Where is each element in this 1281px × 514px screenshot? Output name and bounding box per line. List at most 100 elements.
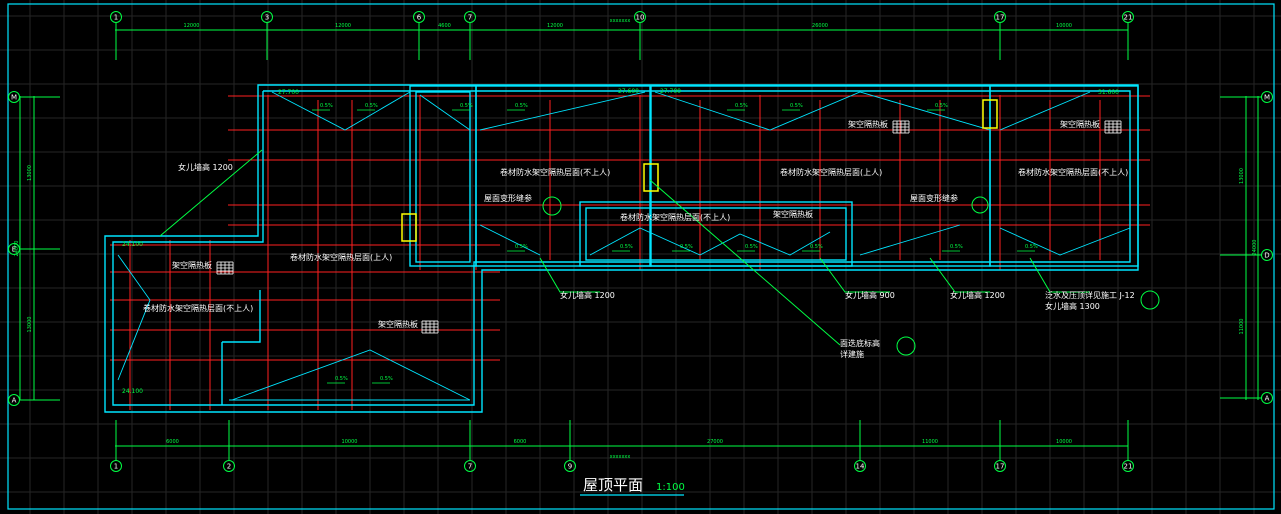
slope-marker: 0.5% (507, 244, 528, 252)
dim-top-2: 4600 (438, 23, 451, 29)
grid-bubble-left-E-label: E (12, 246, 16, 254)
dimension-lines (19, 29, 1259, 447)
dim-bottom-overall: xxxxxxx (610, 454, 631, 460)
slope-text: 0.5% (335, 376, 348, 382)
title-main: 屋顶平面 (583, 476, 643, 494)
dim-top-3: 12000 (547, 23, 563, 29)
grid-bubble-left-M: M (8, 91, 20, 103)
grid-bubble-top-3-label: 3 (265, 14, 269, 22)
dim-bottom-4: 11000 (922, 439, 938, 445)
slope-marker: 0.5% (507, 103, 528, 111)
grid-bubble-top-10: 10 (634, 11, 646, 23)
grid-bubble-top-7-circle (464, 11, 476, 23)
grid-bubble-bottom-21-label: 21 (1124, 463, 1133, 471)
insulation-board-symbol (421, 320, 439, 334)
dim-right-1: 24000 (1252, 240, 1258, 256)
slope-text: 0.5% (620, 244, 633, 250)
grid-bubble-left-A-label: A (12, 397, 17, 405)
svg-text:27.600: 27.600 (618, 88, 639, 95)
slope-marker: 0.5% (1017, 244, 1038, 252)
grid-bubble-top-1-label: 1 (114, 14, 118, 22)
grid-bubble-bottom-21-circle (1122, 460, 1134, 472)
joint-label-2: 屋面变形缝参 (910, 193, 958, 203)
slope-marker: 0.5% (372, 376, 393, 384)
grid-bubble-top-21-label: 21 (1124, 14, 1133, 22)
grid-bubble-bottom-1-label: 1 (114, 463, 118, 471)
grid-bubble-bottom-2-label: 2 (227, 463, 231, 471)
grid-bubble-top-6-label: 6 (417, 14, 422, 22)
grid-bubble-top-17-label: 17 (996, 14, 1005, 22)
slope-text: 0.5% (810, 244, 823, 250)
roof-label-b: 卷材防水架空隔热层面(不上人) (143, 303, 253, 313)
slope-text: 0.5% (460, 103, 473, 109)
grid-bubble-bottom-2-circle (223, 460, 235, 472)
section-note-2: 详建施 (840, 349, 864, 359)
grid-bubble-bottom-7-circle (464, 460, 476, 472)
drawing-title: 屋顶平面 1:100 (580, 476, 685, 496)
roof-hatches (401, 99, 998, 242)
dim-bottom-5: 10000 (1056, 439, 1072, 445)
grid-bubble-top-3: 3 (261, 11, 273, 23)
dim-top-0: 12000 (184, 23, 200, 29)
grid-bubble-top-6: 6 (413, 11, 425, 23)
roof-label-a: 卷材防水架空隔热层面(上人) (290, 252, 392, 262)
dim-right-0: 13000 (1239, 168, 1245, 184)
slope-text: 0.5% (680, 244, 693, 250)
board-label-2: 架空隔热板 (378, 319, 418, 329)
grid-bubble-bottom-2: 2 (223, 460, 235, 472)
grid-bubble-bottom-14: 14 (854, 460, 866, 472)
slope-text: 0.5% (365, 103, 378, 109)
slope-marker: 0.5% (782, 103, 803, 111)
axis-lines (110, 95, 1150, 410)
board-label-4: 架空隔热板 (1060, 119, 1100, 129)
slope-marker: 0.5% (672, 244, 693, 252)
grid-bubble-bottom-17-circle (994, 460, 1006, 472)
dim-bottom-0: 6000 (166, 439, 179, 445)
slope-text: 0.5% (1025, 244, 1038, 250)
slope-marker: 0.5% (357, 103, 378, 111)
annotation-labels: 女儿墙高 1200 女儿墙高 1200 女儿墙高 900 女儿墙高 1200 泛… (143, 119, 1135, 359)
slope-text: 0.5% (515, 244, 528, 250)
dim-right-2: 11000 (1239, 319, 1245, 335)
dim-top-1: 12000 (335, 23, 351, 29)
slope-marker: 0.5% (737, 244, 758, 252)
grid-bubble-bottom-21: 21 (1122, 460, 1134, 472)
grid-bubble-top-6-circle (413, 11, 425, 23)
grid-bubble-bottom-14-circle (854, 460, 866, 472)
grid-bubble-right-M: M (1261, 91, 1273, 103)
grid-bubble-bottom-9: 9 (564, 460, 576, 472)
slope-marker: 0.5% (312, 103, 333, 111)
grid-bubble-bottom-17-label: 17 (996, 463, 1005, 471)
board-label-5: 架空隔热板 (773, 209, 813, 219)
svg-text:24.100: 24.100 (122, 388, 143, 395)
parapet-label-4: 女儿墙高 1200 (950, 290, 1005, 300)
overflow-note: 泛水及压顶详见施工 J-12 (1045, 290, 1135, 300)
slope-text: 0.5% (320, 103, 333, 109)
dim-bottom-3: 27000 (707, 439, 723, 445)
grid-bubble-right-M-label: M (1264, 94, 1270, 102)
slope-marker: 0.5% (802, 244, 823, 252)
roof-outline (104, 84, 1139, 413)
parapet-label-2: 女儿墙高 1200 (560, 290, 615, 300)
grid-bubble-bottom-9-label: 9 (568, 463, 572, 471)
grid-bubble-right-D-label: D (1264, 252, 1269, 260)
svg-text:24.100: 24.100 (122, 241, 143, 248)
ridge-lines (117, 91, 1131, 401)
slope-text: 0.5% (935, 103, 948, 109)
leader-lines (159, 149, 1090, 346)
roof-label-c: 卷材防水架空隔热层面(不上人) (500, 167, 610, 177)
title-scale: 1:100 (656, 482, 685, 493)
slope-marker: 0.5% (727, 103, 748, 111)
dim-left-0: 13000 (27, 165, 33, 181)
grid-bubble-top-7-label: 7 (468, 14, 472, 22)
grid-bubble-left-M-label: M (11, 94, 17, 102)
slope-markers: 0.5% 0.5% 0.5% 0.5% 0.5% 0.5% 0.5% 0.5% 0.5% 0.5%… (312, 103, 1038, 384)
parapet-label-5: 女儿墙高 1300 (1045, 301, 1100, 311)
grid-bubble-top-17-circle (994, 11, 1006, 23)
slope-text: 0.5% (735, 103, 748, 109)
grid-bubble-bottom-17: 17 (994, 460, 1006, 472)
grid-bubble-top-1: 1 (110, 11, 122, 23)
grid-bubble-top-1-circle (110, 11, 122, 23)
